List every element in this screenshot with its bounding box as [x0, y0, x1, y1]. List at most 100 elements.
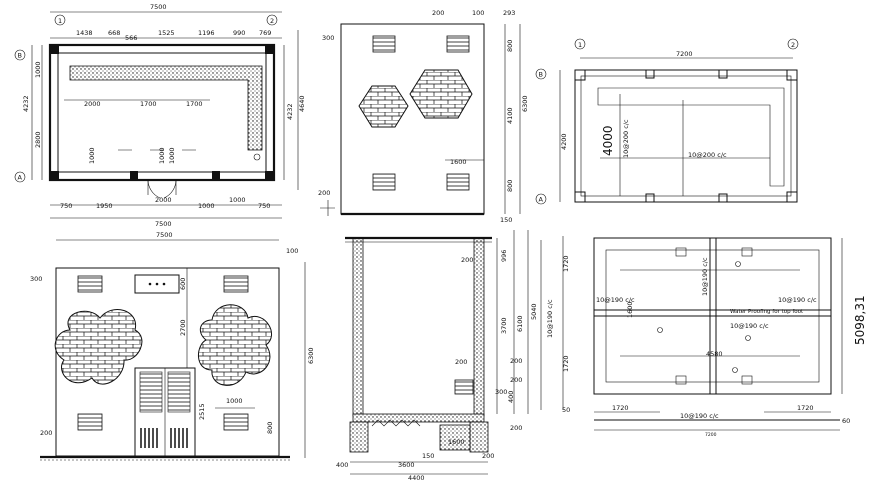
roof-left-1720b: 1720 — [562, 355, 570, 372]
plan-top-seg-3: 566 — [125, 34, 137, 42]
fnd-axis-bubble-a — [535, 193, 547, 205]
section-b-150: 150 — [422, 452, 434, 460]
section-pit — [439, 424, 471, 451]
front-v-6300: 6300 — [307, 347, 315, 364]
foundation-plan: 1 2 B A 7200 4200 4000 10@200 c/c 10@200… — [535, 38, 799, 205]
side-left-300: 300 — [322, 34, 334, 42]
side-top-b: 100 — [472, 9, 484, 17]
front-elevation: 7500 100 300 600 2700 2515 1000 800 63 — [30, 231, 315, 461]
fnd-height: 4200 — [560, 133, 568, 150]
fnd-axis-2: 2 — [791, 41, 795, 49]
roof-b-total: 7200 — [705, 432, 717, 438]
side-inner-1600: 1600 — [450, 158, 467, 166]
side-vent — [446, 35, 470, 53]
section-footing — [349, 421, 369, 453]
plan-bottom-seg-5: 1000 — [229, 196, 246, 204]
fnd-axis-b: B — [539, 71, 543, 79]
roof-b-50: 50 — [562, 406, 570, 414]
fnd-bar-b: 10@200 c/c — [688, 151, 727, 159]
roof-big-dim: 5098,31 — [853, 295, 867, 345]
section-v-200c: 200 — [510, 376, 522, 384]
side-brick-hex — [409, 69, 473, 119]
front-vent — [223, 275, 249, 293]
plan-door-swing — [163, 179, 177, 199]
front-brick-cloud — [54, 309, 143, 385]
roof-bar-2: 10@190 c/c — [778, 296, 817, 304]
section-left-wall — [352, 237, 364, 417]
section-in-1600: 1600 — [448, 438, 465, 446]
side-bottom-800: 800 — [506, 180, 514, 192]
axis-bubble-b — [14, 49, 26, 61]
section-v-400: 400 — [507, 391, 515, 403]
section-view: 200 1600 200 996 3700 6100 5040 200 200 … — [336, 230, 538, 482]
side-brick-hex — [358, 85, 409, 128]
section-in-200: 200 — [455, 358, 467, 366]
plan-top-seg-1: 1438 — [76, 29, 93, 37]
side-elevation: 200 100 293 300 1600 800 4100 800 6300 2… — [318, 9, 529, 224]
plan-small-label: 1000 — [88, 147, 96, 164]
side-top-c: 293 — [503, 9, 515, 17]
fnd-axis-bubble-2 — [787, 38, 799, 50]
axis-bubble-1 — [54, 14, 66, 26]
side-right-800: 800 — [506, 40, 514, 52]
plan-column — [50, 45, 59, 54]
plan-small-label: 1000 — [158, 147, 166, 164]
axis-a-label: A — [18, 174, 23, 182]
axis-b-label: B — [18, 52, 22, 60]
plan-inner-dim-2: 1700 — [140, 100, 157, 108]
section-b-200: 200 — [482, 452, 494, 460]
roof-bar-1: 10@190 c/c — [596, 296, 635, 304]
axis-2-label: 2 — [270, 17, 274, 25]
fnd-axis-bubble-b — [535, 68, 547, 80]
plan-bottom-seg-3: 2000 — [155, 196, 172, 204]
side-height-4100: 4100 — [506, 107, 514, 124]
plan-inner-wall — [57, 52, 267, 173]
floor-plan: 1 2 B A 7500 1438 668 566 1525 1196 990 … — [14, 3, 306, 228]
side-top-a: 200 — [432, 9, 444, 17]
plan-column — [50, 171, 59, 180]
fnd-bar-a: 10@200 c/c — [622, 119, 630, 158]
front-v-800: 800 — [266, 422, 274, 434]
plan-width-top: 7500 — [150, 3, 167, 11]
fnd-axis-a: A — [539, 196, 544, 204]
side-base-150: 150 — [500, 216, 512, 224]
front-meter-box — [134, 274, 180, 294]
front-left-200: 200 — [40, 429, 52, 437]
plan-outer-wall — [48, 43, 276, 182]
section-v-300: 300 — [495, 388, 507, 396]
plan-left-b: 2800 — [34, 131, 42, 148]
roof-b-1720: 1720 — [612, 404, 629, 412]
roof-mid-4580: 4580 — [706, 350, 723, 358]
roof-note: Water Proofing for top foot — [730, 309, 804, 315]
side-height-6300: 6300 — [521, 95, 529, 112]
section-v-996: 996 — [500, 250, 508, 262]
fnd-width: 7200 — [676, 50, 693, 58]
section-footing — [469, 421, 489, 453]
roof-bar-3: 10@190 c/c — [701, 257, 709, 296]
fnd-inner: 4000 — [601, 125, 615, 156]
front-vent — [77, 413, 103, 431]
plan-l-counter — [69, 65, 263, 151]
roof-b-bar: 10@190 c/c — [680, 412, 719, 420]
plan-bottom-seg-6: 750 — [258, 202, 270, 210]
plan-column — [265, 171, 274, 180]
roof-v-bar: 10@190 c/c — [546, 299, 554, 338]
fnd-outer — [574, 69, 798, 203]
roof-b-1720b: 1720 — [797, 404, 814, 412]
plan-right-b: 4640 — [298, 95, 306, 112]
plan-top-seg-4: 1525 — [158, 29, 175, 37]
plan-door-swing — [147, 179, 161, 199]
roof-left-1720: 1720 — [562, 255, 570, 272]
plan-bottom-seg-4: 1000 — [198, 202, 215, 210]
axis-1-label: 1 — [58, 17, 62, 25]
side-vent — [372, 173, 396, 191]
fnd-axis-1: 1 — [578, 41, 582, 49]
section-v-200d: 200 — [510, 424, 522, 432]
front-v-600: 600 — [179, 278, 187, 290]
section-v-6100: 6100 — [516, 315, 524, 332]
front-top-100: 100 — [286, 247, 298, 255]
plan-bottom-seg-2: 1950 — [96, 202, 113, 210]
section-v-200b: 200 — [510, 357, 522, 365]
plan-top-seg-7: 769 — [259, 29, 271, 37]
